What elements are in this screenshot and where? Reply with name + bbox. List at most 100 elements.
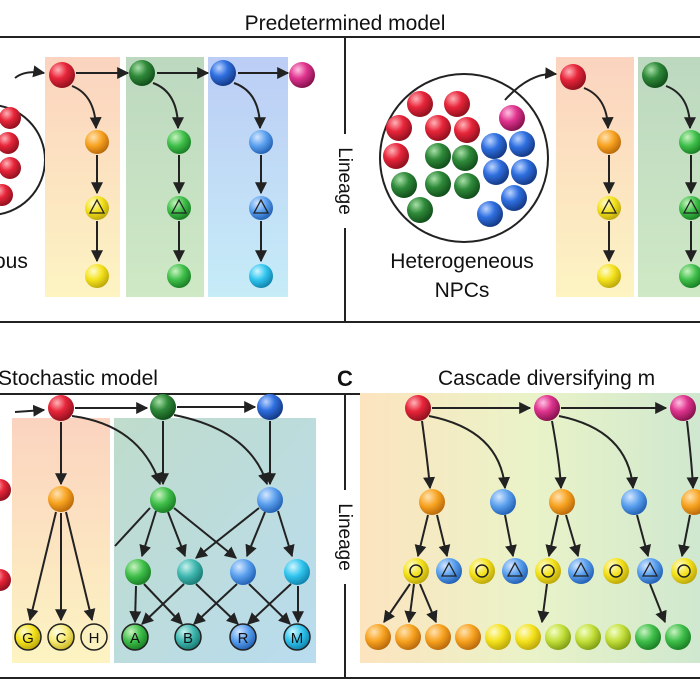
arrow	[421, 420, 436, 490]
arrow	[193, 583, 238, 625]
cell-green-triangle	[167, 196, 191, 220]
arrow	[636, 514, 651, 558]
cell-green-triangle	[679, 196, 700, 220]
cell-yellow-triangle	[597, 196, 621, 220]
panel-predetermined: Predetermined model ous	[0, 12, 700, 323]
cell-red	[0, 157, 21, 179]
progenitor-red	[405, 395, 431, 421]
cell-teal	[177, 559, 203, 585]
lineage-column-orange	[556, 57, 634, 297]
cell-green	[679, 130, 700, 154]
progenitor-red	[49, 62, 75, 88]
arrow	[173, 414, 270, 486]
arrow	[504, 67, 558, 101]
lineage-label-bg	[332, 134, 358, 228]
cell-blue-triangle	[568, 558, 594, 584]
triangle-icon	[682, 198, 700, 214]
arrow	[233, 82, 266, 130]
pool-cells	[383, 91, 537, 227]
arrow	[428, 415, 511, 490]
cell-yellow-ring	[603, 558, 629, 584]
arrow	[173, 507, 237, 559]
caption-left: ous	[0, 250, 28, 273]
progenitor-dark-green	[129, 60, 155, 86]
progenitor-dark-green	[150, 394, 176, 420]
cell-yellow	[597, 264, 621, 288]
cell-green	[167, 264, 191, 288]
lineage-label: Lineage	[334, 147, 355, 215]
title-predetermined: Predetermined model	[245, 12, 446, 35]
arrow	[565, 514, 581, 558]
title-stochastic: Stochastic model	[0, 367, 158, 390]
progenitor-magenta	[534, 395, 560, 421]
arrow	[26, 511, 57, 622]
cell-light-blue	[257, 487, 283, 513]
arrow	[583, 87, 614, 130]
arrow	[686, 420, 699, 490]
progenitor-blue	[210, 60, 236, 86]
cell-red	[0, 132, 19, 154]
progenitor-blue	[257, 394, 283, 420]
cell-yellow	[85, 264, 109, 288]
panel-cascade: C Cascade diversifying m	[337, 366, 700, 663]
cell-cyan	[249, 264, 273, 288]
letter-b: B	[183, 630, 193, 647]
arrow	[129, 585, 142, 624]
cell-blue-triangle	[249, 196, 273, 220]
arrow	[65, 511, 96, 622]
triangle-icon	[600, 198, 618, 214]
cell-blue-triangle	[637, 558, 663, 584]
triangle-icon	[170, 198, 188, 214]
lineage-label: Lineage	[334, 503, 355, 571]
arrow	[419, 583, 438, 624]
arrow	[14, 65, 46, 79]
cell-orange	[681, 489, 700, 515]
panel-stochastic: Stochastic model	[0, 367, 700, 679]
cell-green	[167, 130, 191, 154]
cell-yellow-ring	[403, 558, 429, 584]
cell-blue-triangle	[502, 558, 528, 584]
cell-yellow-ring	[671, 558, 697, 584]
cell-yellow-triangle	[85, 196, 109, 220]
cell-orange	[48, 486, 74, 512]
fate-letters: G C H A B R M	[14, 623, 311, 651]
cell-red	[0, 184, 13, 206]
arrow	[383, 583, 411, 623]
triangle-icon	[88, 198, 106, 214]
cell-green	[150, 487, 176, 513]
arrow	[114, 507, 151, 547]
cell-orange	[85, 130, 109, 154]
arrow	[404, 583, 417, 624]
letter-m: M	[291, 630, 304, 647]
cell-red	[0, 479, 11, 501]
cell-orange	[549, 489, 575, 515]
arrow	[195, 507, 260, 559]
arrow	[665, 85, 696, 130]
caption-npcs: NPCs	[435, 279, 490, 302]
progenitor-red	[48, 395, 74, 421]
cell-red	[0, 569, 11, 591]
cell-green	[125, 559, 151, 585]
cascade-row-4	[365, 624, 691, 650]
arrow	[14, 404, 46, 417]
cell-yellow-ring	[535, 558, 561, 584]
letter-h: H	[89, 630, 100, 647]
arrow	[504, 514, 517, 558]
cell-cyan	[284, 559, 310, 585]
arrow	[678, 514, 691, 558]
arrow	[71, 415, 163, 486]
cell-light-blue	[490, 489, 516, 515]
letter-a: A	[130, 630, 140, 647]
cell-light-blue	[230, 559, 256, 585]
arrow	[245, 511, 266, 558]
progenitor-red	[560, 64, 586, 90]
cell-light-blue	[249, 130, 273, 154]
cell-yellow-ring	[469, 558, 495, 584]
lineage-column-green	[126, 57, 204, 297]
arrow	[167, 511, 187, 558]
arrow	[436, 514, 451, 558]
lineage-column-blue	[208, 57, 288, 297]
cell-red	[0, 107, 21, 129]
progenitor-magenta	[289, 62, 315, 88]
